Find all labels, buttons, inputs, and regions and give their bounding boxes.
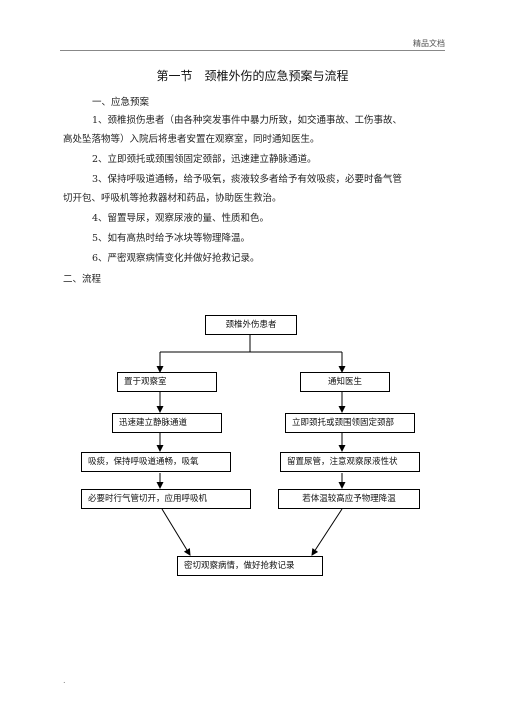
section-heading-flow: 二、流程 xyxy=(63,274,102,285)
plan-item-3-line2: 切开包、呼吸机等抢救器材和药品，协助医生救治。 xyxy=(63,193,282,204)
header-label: 精品文档 xyxy=(413,39,445,48)
plan-item-1-line1: 1、颈椎损伤患者（由各种突发事件中暴力所致，如交通事故、工伤事故、 xyxy=(92,115,403,126)
flow-left-step-1: 置于观察室 xyxy=(117,372,217,392)
flow-end-box: 密切观察病情，做好抢救记录 xyxy=(177,556,323,576)
flow-left-step-3: 吸痰，保持呼吸道通畅，吸氧 xyxy=(81,452,231,472)
plan-item-3-line1: 3、保持呼吸道通畅，给予吸氧，痰液较多者给予有效吸痰，必要时备气管 xyxy=(92,174,403,185)
section-heading-plan: 一、应急预案 xyxy=(92,97,150,108)
flow-left-step-4: 必要时行气管切开，应用呼吸机 xyxy=(81,489,251,509)
flow-right-step-2: 立即颈托或颈围领固定颈部 xyxy=(285,413,415,433)
plan-item-5: 5、如有高热时给予冰块等物理降温。 xyxy=(92,233,251,244)
plan-item-2: 2、立即颈托或颈围领固定颈部，迅速建立静脉通道。 xyxy=(92,154,317,165)
flow-right-step-1: 通知医生 xyxy=(300,372,390,392)
footer-mark: . xyxy=(63,676,66,685)
header-divider xyxy=(60,50,445,51)
page-title: 第一节 颈椎外伤的应急预案与流程 xyxy=(156,69,349,83)
plan-item-6: 6、严密观察病情变化并做好抢救记录。 xyxy=(92,253,260,264)
flow-right-step-3: 留置尿管，注意观察尿液性状 xyxy=(280,452,420,472)
plan-item-4: 4、留置导尿，观察尿液的量、性质和色。 xyxy=(92,213,270,224)
flow-left-step-2: 迅速建立静脉通道 xyxy=(112,413,222,433)
flow-right-step-4: 若体温较高应予物理降温 xyxy=(278,489,420,509)
plan-item-1-line2: 高处坠落物等）入院后将患者安置在观察室，同时通知医生。 xyxy=(63,134,320,145)
flow-start-box: 颈椎外伤患者 xyxy=(205,315,297,335)
